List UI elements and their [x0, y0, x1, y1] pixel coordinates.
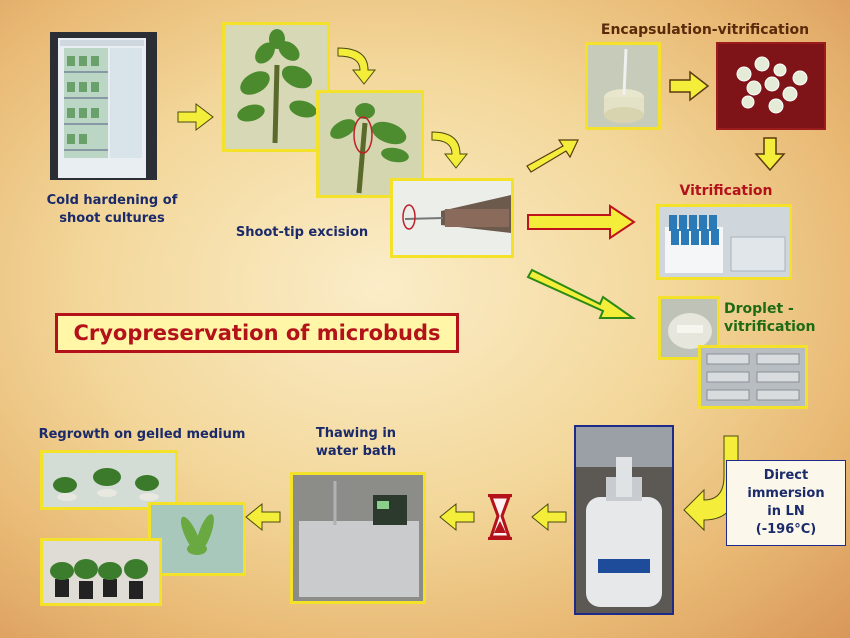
- arrow-beads: [669, 70, 710, 102]
- liquid-nitrogen-dewar-photo: [574, 425, 674, 615]
- vitrification-photo: [656, 204, 792, 280]
- label-direct-immersion: Direct immersion in LN (-196°C): [726, 460, 846, 546]
- droplet-strips-photo: [698, 345, 808, 409]
- shoot-dissected-image: [319, 93, 421, 195]
- shoot-tip-excision-photo: [390, 178, 514, 258]
- growth-chamber-image: [50, 32, 157, 180]
- arrow-left-2: [439, 502, 475, 532]
- arrow-right-1: [177, 102, 214, 132]
- label-droplet-vitrification: Droplet - vitrification: [724, 301, 816, 335]
- arrow-down-vitrification: [754, 137, 786, 172]
- regrowth-pots-photo: [40, 538, 162, 606]
- hourglass-icon: [488, 494, 512, 540]
- regrowth-pots-image: [43, 541, 159, 603]
- label-regrowth: Regrowth on gelled medium: [38, 427, 246, 442]
- curved-arrow-2: [431, 131, 469, 169]
- water-bath-photo: [290, 472, 426, 604]
- curved-arrow-1: [337, 47, 377, 85]
- arrow-vitrification: [527, 204, 636, 240]
- alginate-beads-photo: [716, 42, 826, 130]
- growth-chamber-photo: [50, 32, 157, 180]
- arrow-left-3: [245, 502, 281, 532]
- regrowth-plantlets-image: [43, 453, 175, 507]
- label-cold-hardening: Cold hardening of shoot cultures: [46, 193, 178, 226]
- encapsulation-photo: [585, 42, 661, 130]
- arrow-left-1: [531, 502, 567, 532]
- label-encapsulation-vitrification: Encapsulation-vitrification: [600, 22, 810, 38]
- regrowth-plantlets-photo: [40, 450, 178, 510]
- alginate-dish-image: [588, 45, 658, 127]
- arrow-droplet: [526, 268, 637, 319]
- alginate-beads-image: [718, 44, 824, 128]
- foil-strips-image: [701, 348, 805, 406]
- water-bath-image: [293, 475, 423, 601]
- dewar-image: [576, 427, 672, 613]
- regrowth-closeup-photo: [148, 502, 246, 576]
- shoot-culture-photo: [222, 22, 330, 152]
- diagram-title: Cryopreservation of microbuds: [55, 313, 459, 353]
- scalpel-image: [393, 181, 511, 255]
- arrow-encapsulation: [526, 139, 579, 173]
- label-thawing: Thawing in water bath: [315, 426, 397, 459]
- shoot-culture-image: [225, 25, 327, 149]
- label-shoot-tip-excision: Shoot-tip excision: [235, 225, 369, 240]
- regrowth-closeup-image: [151, 505, 243, 573]
- cryovials-image: [659, 207, 789, 277]
- label-vitrification: Vitrification: [679, 183, 773, 199]
